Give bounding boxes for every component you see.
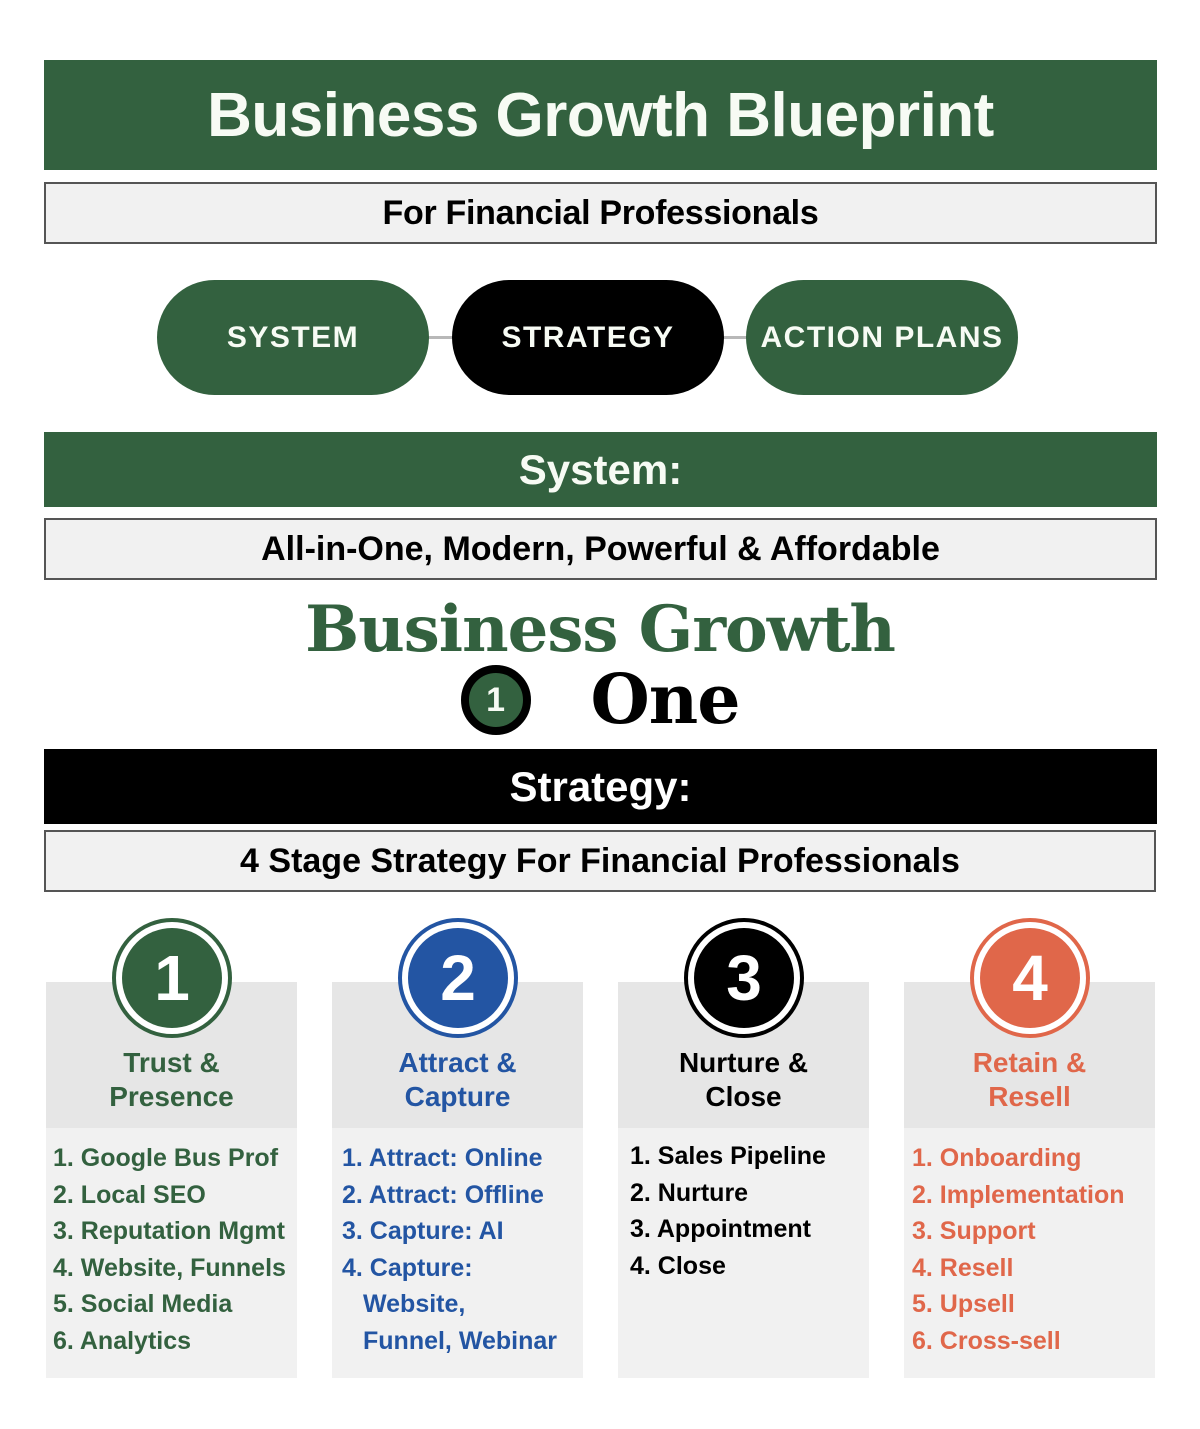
stage-title: Retain & Resell [972, 1047, 1087, 1112]
list-item: 6. Cross-sell [912, 1326, 1061, 1355]
list-item: 1. Google Bus Prof [53, 1144, 279, 1172]
list-item: 3. Capture: AI [342, 1217, 504, 1245]
list-item: 2. Local SEO [53, 1180, 206, 1209]
list-item: 3. Reputation Mgmt [53, 1217, 285, 1245]
connector-line [420, 336, 460, 339]
list-item: 2. Attract: Offline [342, 1180, 544, 1209]
list-item: 3. Appointment [630, 1215, 812, 1243]
stage-card-retain-resell: 4 Retain & Resell 1. Onboarding 2. Imple… [904, 918, 1155, 1378]
pill-system: SYSTEM [157, 280, 429, 395]
list-item: 2. Implementation [912, 1180, 1125, 1209]
list-item: 2. Nurture [630, 1178, 749, 1207]
list-item: 4. Close [630, 1251, 726, 1280]
list-item: 4. Resell [912, 1253, 1014, 1282]
stage-title: Nurture & Close [678, 1047, 809, 1112]
list-item: Website, [363, 1290, 466, 1318]
list-item: 4. Website, Funnels [53, 1253, 286, 1282]
list-item: 1. Sales Pipeline [630, 1142, 826, 1170]
list-item: 6. Analytics [53, 1326, 192, 1355]
stage-body-bg [904, 1128, 1155, 1378]
pill-strategy: STRATEGY [452, 280, 724, 395]
stage-item-list: 1. Onboarding 2. Implementation 3. Suppo… [912, 1140, 1125, 1359]
stage-card-trust-presence: 1 Trust & Presence 1. Google Bus Prof 2.… [46, 918, 297, 1378]
list-item: 5. Social Media [53, 1290, 233, 1318]
page-title: Business Growth Blueprint [44, 60, 1157, 170]
page-subtitle: For Financial Professionals [44, 182, 1157, 244]
system-tagline: All-in-One, Modern, Powerful & Affordabl… [44, 518, 1157, 580]
stage-number-icon: 3 [684, 918, 804, 1038]
list-item: 1. Onboarding [912, 1144, 1082, 1172]
stage-title: Attract & Capture [398, 1047, 517, 1112]
stage-card-attract-capture: 2 Attract & Capture 1. Attract: Online 2… [332, 918, 583, 1378]
connector-line [715, 336, 755, 339]
list-item: Funnel, Webinar [363, 1326, 557, 1355]
brand-logo-line2: 1 One [0, 660, 1200, 740]
number-one-badge-icon: 1 [460, 665, 531, 735]
strategy-tagline: 4 Stage Strategy For Financial Professio… [44, 830, 1156, 892]
strategy-heading: Strategy: [44, 749, 1157, 824]
list-item: 3. Support [912, 1217, 1036, 1245]
stage-number-icon: 2 [398, 918, 518, 1038]
stage-number-icon: 4 [970, 918, 1090, 1038]
brand-one-text: One [590, 660, 741, 740]
stage-body-bg [46, 1128, 297, 1378]
stage-number-icon: 1 [112, 918, 232, 1038]
stage-body-bg [332, 1128, 583, 1378]
stage-item-list: 1. Attract: Online 2. Attract: Offline 3… [342, 1140, 557, 1359]
stage-body-bg [618, 1128, 869, 1378]
stage-title: Trust & Presence [109, 1047, 234, 1112]
brand-logo-line1: Business Growth [305, 592, 896, 667]
list-item: 1. Attract: Online [342, 1144, 543, 1172]
stage-item-list: 1. Sales Pipeline 2. Nurture 3. Appointm… [630, 1138, 826, 1284]
stage-item-list: 1. Google Bus Prof 2. Local SEO 3. Reput… [53, 1140, 286, 1359]
system-heading: System: [44, 432, 1157, 507]
list-item: 4. Capture: [342, 1253, 473, 1282]
list-item: 5. Upsell [912, 1290, 1015, 1318]
pill-action-plans: ACTION PLANS [746, 280, 1018, 395]
stage-card-nurture-close: 3 Nurture & Close 1. Sales Pipeline 2. N… [618, 918, 869, 1378]
